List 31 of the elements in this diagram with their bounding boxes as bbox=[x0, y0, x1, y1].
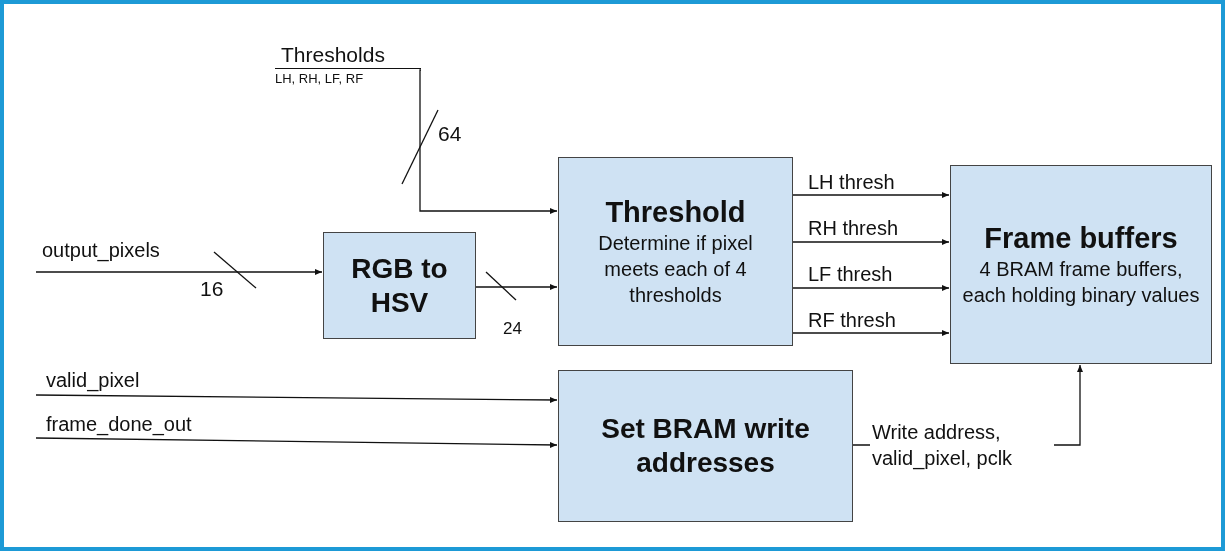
arrow bbox=[792, 239, 950, 245]
arrow bbox=[475, 284, 558, 290]
arrow bbox=[35, 437, 558, 448]
edge-label: frame_done_out bbox=[46, 412, 192, 436]
arrow bbox=[35, 269, 323, 275]
edge-label: LH thresh bbox=[808, 170, 895, 194]
block-title: Frame buffers bbox=[984, 221, 1178, 256]
arrow bbox=[792, 285, 950, 291]
bus-width-label: 64 bbox=[438, 121, 462, 147]
arrow bbox=[792, 330, 950, 336]
process-box bbox=[558, 157, 793, 346]
edge-label: LF thresh bbox=[808, 262, 893, 286]
edge-label: RF thresh bbox=[808, 308, 896, 332]
edge-label: output_pixels bbox=[42, 238, 160, 262]
process-box bbox=[558, 370, 853, 522]
arrow bbox=[35, 394, 558, 403]
arrow bbox=[419, 69, 558, 214]
signal-list: LH, RH, LF, RF bbox=[275, 69, 421, 87]
block-title: Set BRAM write addresses bbox=[600, 412, 811, 480]
bus-width-label: 24 bbox=[503, 319, 522, 340]
bus-width-label: 16 bbox=[200, 276, 224, 302]
arrow bbox=[792, 192, 950, 198]
edge-label: RH thresh bbox=[808, 216, 899, 240]
block-description: Determine if pixel meets each of 4 thresholds bbox=[597, 230, 754, 308]
edge-label: valid_pixel bbox=[46, 368, 140, 392]
signal-name: Thresholds bbox=[275, 42, 421, 70]
block-title: RGB to HSV bbox=[350, 251, 449, 320]
block-description: 4 BRAM frame buffers, each holding binary values bbox=[961, 256, 1201, 308]
process-box bbox=[323, 232, 476, 339]
process-box bbox=[950, 165, 1212, 364]
block-title: Threshold bbox=[605, 195, 746, 230]
